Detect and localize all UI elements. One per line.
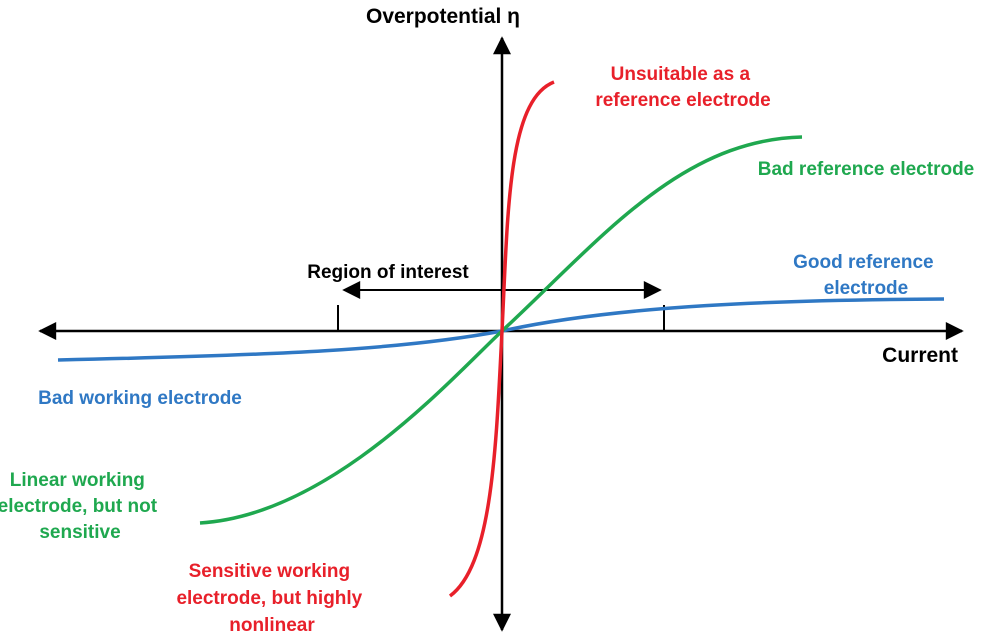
y-axis-label: Overpotential η <box>366 5 520 28</box>
x-axis-label: Current <box>882 344 958 367</box>
region-of-interest-label: Region of interest <box>307 262 469 283</box>
blue-right-label: Good reference electrode <box>793 252 939 299</box>
blue-left-label: Bad working electrode <box>38 388 242 409</box>
green-top-label: Bad reference electrode <box>758 159 975 180</box>
green-bottom-label: Linear working electrode, but not sensit… <box>0 470 162 543</box>
red-curve <box>448 80 555 598</box>
red-bottom-label: Sensitive working electrode, but highly … <box>176 561 367 636</box>
red-top-label: Unsuitable as a reference electrode <box>595 64 770 111</box>
